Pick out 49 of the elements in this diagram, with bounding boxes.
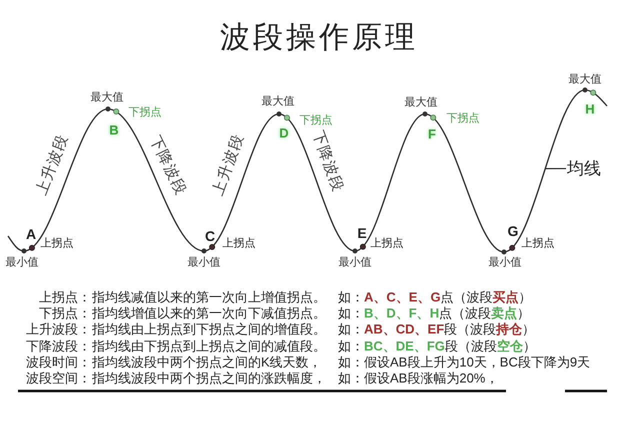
turning-point-label: 下拐点	[446, 114, 480, 124]
term-label: 下降波段：	[26, 340, 91, 352]
example-text: 如：AB、CD、EF段（波段持仓）	[338, 322, 536, 336]
point-letter: C	[204, 229, 216, 243]
term-label: 波段时间：	[26, 356, 91, 368]
point-letter: G	[508, 224, 518, 238]
turning-point-label: 上拐点	[40, 238, 74, 250]
term-label: 上拐点：	[39, 290, 91, 304]
example-text: 如：假设AB段涨幅为20%，	[338, 372, 498, 384]
definition-text: 指均线由上拐点到下拐点之间的增值段。	[92, 322, 326, 336]
definition-text: 指均线增值以来的第一次向下减值拐点。	[92, 306, 326, 320]
curve-label: 均线	[566, 160, 602, 177]
turning-point-label: 下拐点	[128, 108, 162, 118]
point-letter: A	[26, 227, 36, 241]
definition-text: 指均线波段中两个拐点之间的涨跌幅度，	[92, 372, 326, 384]
value-label: 最大值	[90, 92, 124, 104]
value-label: 最小值	[6, 258, 38, 268]
segment-label: 下降波段	[146, 134, 188, 198]
example-text: 如：BC、DE、FG段（波段空仓）	[338, 340, 536, 352]
value-label: 最大值	[568, 74, 602, 86]
example-text: 如：A、C、E、G点（波段买点）	[338, 290, 532, 304]
term-label: 上升波段：	[26, 322, 91, 336]
definition-text: 指均线由下拐点到上拐点之间的减值段。	[92, 340, 326, 352]
segment-label: 上升波段	[211, 132, 247, 198]
point-letter: H	[585, 102, 595, 116]
definition-text: 指均线减值以来的第一次向上增值拐点。	[92, 290, 326, 304]
term-label: 波段空间：	[26, 372, 91, 384]
turning-point-label: 上拐点	[222, 238, 256, 250]
turning-point-label: 下拐点	[300, 116, 332, 126]
value-label: 最大值	[404, 98, 438, 108]
segment-label: 下降波段	[309, 129, 345, 195]
value-label: 最小值	[488, 258, 522, 268]
leader-line	[545, 168, 566, 170]
point-letter: E	[357, 226, 367, 240]
wave-curve	[7, 89, 608, 253]
turning-point-label: 上拐点	[522, 238, 554, 250]
diagram-title: 波段操作原理	[220, 23, 418, 53]
term-label: 下拐点：	[39, 306, 91, 320]
turning-point-label: 上拐点	[370, 238, 404, 250]
point-letter: D	[279, 126, 289, 140]
example-text: 如：B、D、F、H点（波段卖点）	[338, 306, 530, 320]
value-label: 最小值	[188, 258, 220, 268]
value-label: 最大值	[262, 96, 294, 108]
segment-label: 上升波段	[34, 132, 72, 198]
example-text: 如：假设AB段上升为10天，BC段下降为9天	[338, 356, 590, 368]
point-letter: F	[428, 128, 436, 140]
definition-text: 指均线波段中两个拐点之间的K线天数，	[92, 356, 322, 368]
point-letter: B	[109, 124, 119, 136]
value-label: 最小值	[338, 258, 372, 268]
